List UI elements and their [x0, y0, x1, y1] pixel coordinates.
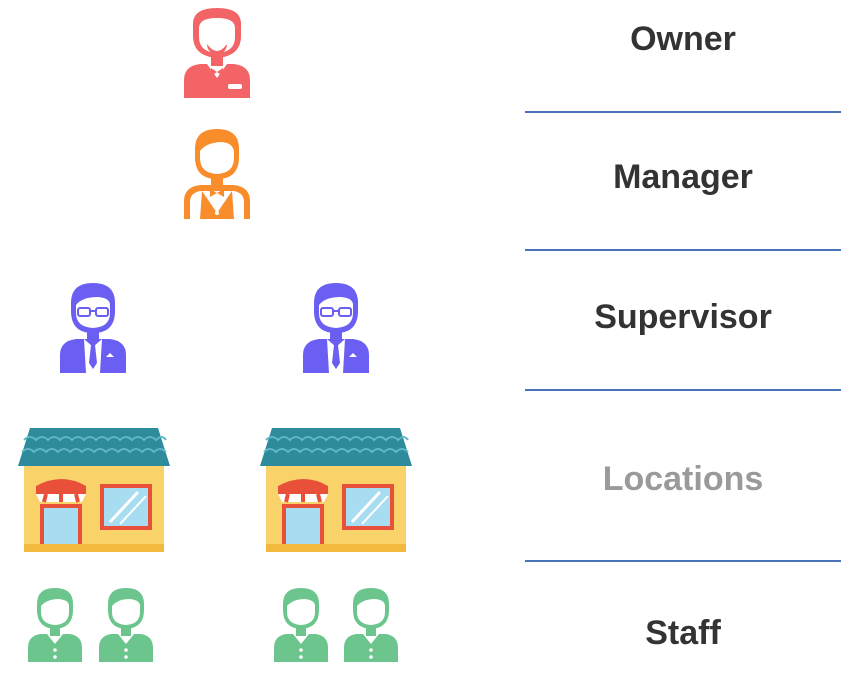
- staff-icon: [26, 588, 84, 662]
- level-label-locations: Locations: [602, 460, 764, 498]
- level-label-manager: Manager: [613, 158, 753, 196]
- divider-supervisor-locations: [525, 389, 841, 391]
- divider-locations-staff: [525, 560, 841, 562]
- staff-icon: [342, 588, 400, 662]
- supervisor-icon: [58, 283, 128, 373]
- store-icon: [260, 428, 412, 552]
- level-label-owner: Owner: [630, 20, 736, 58]
- owner-icon: [180, 6, 254, 100]
- staff-icon: [272, 588, 330, 662]
- staff-icon: [97, 588, 155, 662]
- level-label-staff: Staff: [645, 614, 721, 652]
- supervisor-icon: [301, 283, 371, 373]
- divider-owner-manager: [525, 111, 841, 113]
- divider-manager-supervisor: [525, 249, 841, 251]
- store-icon: [18, 428, 170, 552]
- manager-icon: [180, 127, 254, 221]
- level-label-supervisor: Supervisor: [594, 298, 772, 336]
